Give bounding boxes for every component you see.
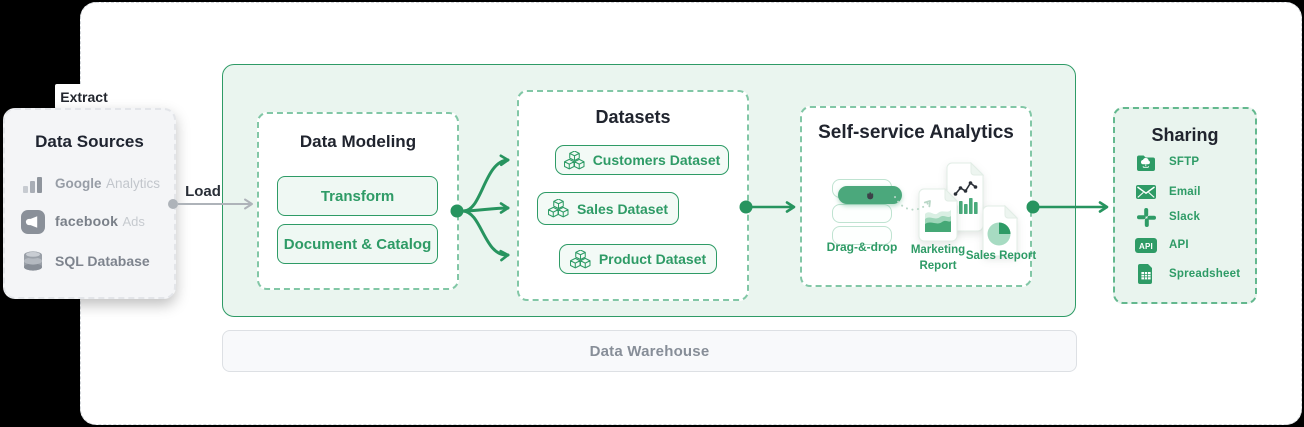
svg-text:API: API <box>1139 242 1153 251</box>
customers-dataset-pill: Customers Dataset <box>555 145 729 175</box>
source-label: facebook Ads <box>55 213 145 229</box>
dataset-pill-label: Sales Dataset <box>576 200 669 217</box>
cubes-icon <box>569 249 591 268</box>
sharing-item-email: Email <box>1135 181 1201 203</box>
data-modeling-box: Data Modeling Transform Document & Catal… <box>257 112 459 290</box>
drag-slot <box>832 204 892 223</box>
grab-cursor-icon <box>866 191 873 199</box>
sharing-box: Sharing SFTP Email Sla <box>1113 107 1257 304</box>
source-facebook-ads: facebook Ads <box>21 209 145 235</box>
product-dataset-pill: Product Dataset <box>559 244 717 274</box>
sharing-item-api: API API <box>1135 234 1189 256</box>
email-icon <box>1136 185 1156 199</box>
pie-chart-report-icon <box>982 205 1018 257</box>
sharing-item-sftp: SFTP <box>1135 151 1199 173</box>
document-catalog-step: Document & Catalog <box>277 224 438 264</box>
transform-step: Transform <box>277 176 438 216</box>
load-label: Load <box>185 183 221 200</box>
drag-slot <box>832 226 892 245</box>
slack-icon <box>1136 207 1156 227</box>
source-label: SQL Database <box>55 253 150 269</box>
api-icon: API <box>1135 237 1157 253</box>
cubes-icon <box>563 150 585 169</box>
source-google-analytics: Google Analytics <box>21 171 160 197</box>
sftp-icon <box>1137 155 1155 171</box>
data-sources-title: Data Sources <box>35 132 144 151</box>
sharing-title: Sharing <box>1151 125 1219 145</box>
sales-report-label: Sales Report <box>965 250 1037 262</box>
dataset-pill-label: Product Dataset <box>598 251 707 267</box>
sharing-item-label: Email <box>1169 186 1201 198</box>
source-label: Google Analytics <box>55 176 160 191</box>
cubes-icon <box>547 199 569 218</box>
dataset-pill-label: Customers Dataset <box>592 152 721 168</box>
sharing-item-spreadsheet: Spreadsheet <box>1135 263 1240 285</box>
sales-dataset-pill: Sales Dataset <box>537 192 679 225</box>
extract-label-chip: Extract <box>55 84 113 109</box>
bar-chart-icon <box>23 177 42 193</box>
dragged-bar <box>838 186 902 204</box>
data-modeling-title: Data Modeling <box>299 132 417 151</box>
drag-drop-label: Drag-&-drop <box>826 240 898 254</box>
sharing-item-label: Slack <box>1169 211 1201 223</box>
analytics-title: Self-service Analytics <box>818 122 1014 143</box>
sharing-item-slack: Slack <box>1135 206 1200 228</box>
database-icon <box>24 251 42 271</box>
data-warehouse-label: Data Warehouse <box>589 342 710 360</box>
source-sql-database: SQL Database <box>21 248 150 274</box>
data-warehouse-bar: Data Warehouse <box>222 330 1077 372</box>
sharing-item-label: SFTP <box>1169 156 1200 168</box>
datasets-title: Datasets <box>595 107 671 127</box>
sharing-item-label: API <box>1169 239 1189 251</box>
sharing-item-label: Spreadsheet <box>1169 268 1241 280</box>
data-sources-box: Data Sources Google Analytics facebook A… <box>3 108 176 299</box>
spreadsheet-icon <box>1138 264 1152 284</box>
facebook-icon <box>21 210 45 234</box>
marketing-report-label: Marketing Report <box>910 244 966 272</box>
extract-label: Extract <box>60 88 108 105</box>
area-chart-report-icon <box>918 188 958 242</box>
